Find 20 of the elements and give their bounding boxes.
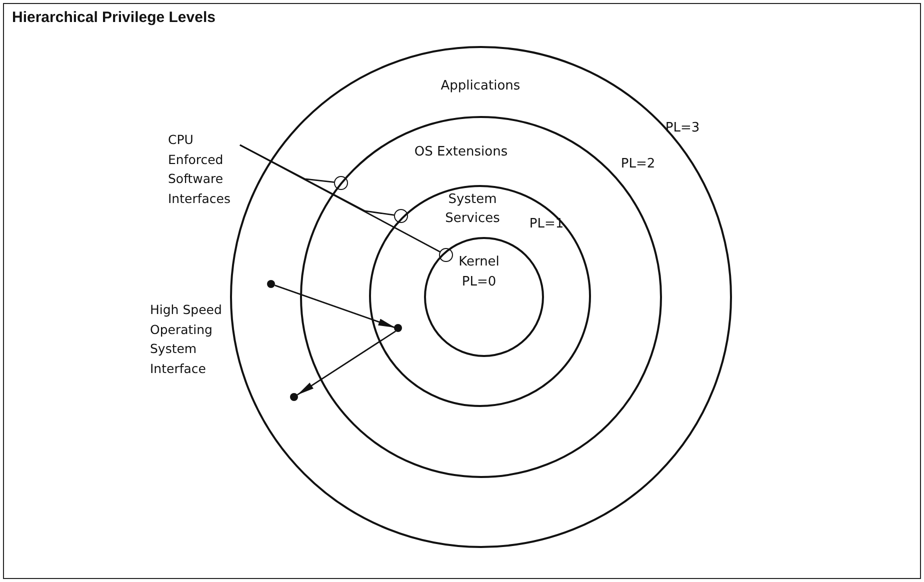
leader-line xyxy=(240,144,440,252)
privilege-level-label: PL=0 xyxy=(462,274,496,292)
callout-text: High Speed Operating System Interface xyxy=(150,300,228,378)
arrow xyxy=(274,284,396,328)
privilege-ring xyxy=(230,46,732,548)
connection-dot xyxy=(394,324,402,332)
ring-label: Applications xyxy=(440,77,520,95)
privilege-ring xyxy=(369,185,591,407)
privilege-level-label: PL=2 xyxy=(620,156,656,174)
ring-label: OS Extensions xyxy=(414,144,508,162)
connection-dot xyxy=(266,280,274,288)
ring-label: System Services xyxy=(444,190,501,228)
callout-text: CPU Enforced Software Interfaces xyxy=(168,130,238,208)
diagram-title: Hierarchical Privilege Levels xyxy=(12,9,216,26)
connection-dot xyxy=(290,392,298,400)
privilege-level-label: PL=3 xyxy=(665,119,700,137)
arrow xyxy=(296,330,396,396)
ring-label: Kernel xyxy=(458,254,500,272)
privilege-ring xyxy=(424,236,544,356)
privilege-ring xyxy=(300,116,662,478)
